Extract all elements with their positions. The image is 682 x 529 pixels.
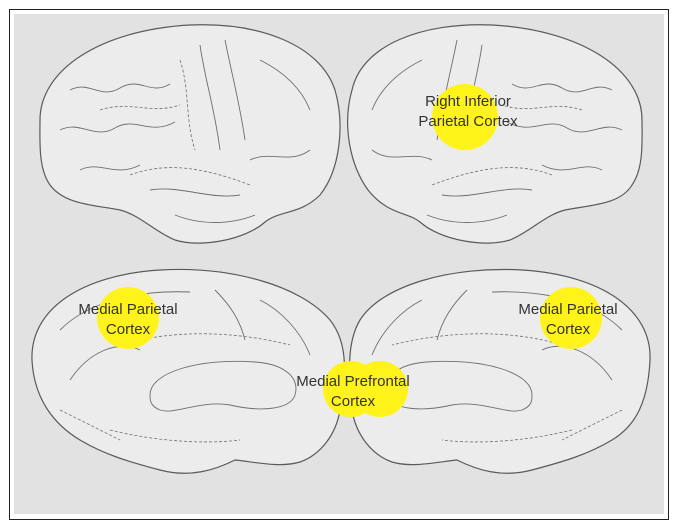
label-line: Medial Parietal — [58, 300, 198, 320]
label-medial-parietal-right: Medial Parietal Cortex — [498, 300, 638, 340]
label-medial-prefrontal: Medial Prefrontal Cortex — [273, 372, 433, 412]
label-line: Right Inferior — [398, 92, 538, 112]
label-line: Medial Prefrontal — [273, 372, 433, 392]
label-line: Parietal Cortex — [398, 112, 538, 132]
brain-lateral-right — [348, 25, 642, 243]
label-line: Medial Parietal — [498, 300, 638, 320]
label-line: Cortex — [58, 320, 198, 340]
label-medial-parietal-left: Medial Parietal Cortex — [58, 300, 198, 340]
label-line: Cortex — [498, 320, 638, 340]
label-line: Cortex — [273, 392, 433, 412]
label-right-inferior-parietal: Right Inferior Parietal Cortex — [398, 92, 538, 132]
brain-lateral-left — [40, 25, 340, 243]
